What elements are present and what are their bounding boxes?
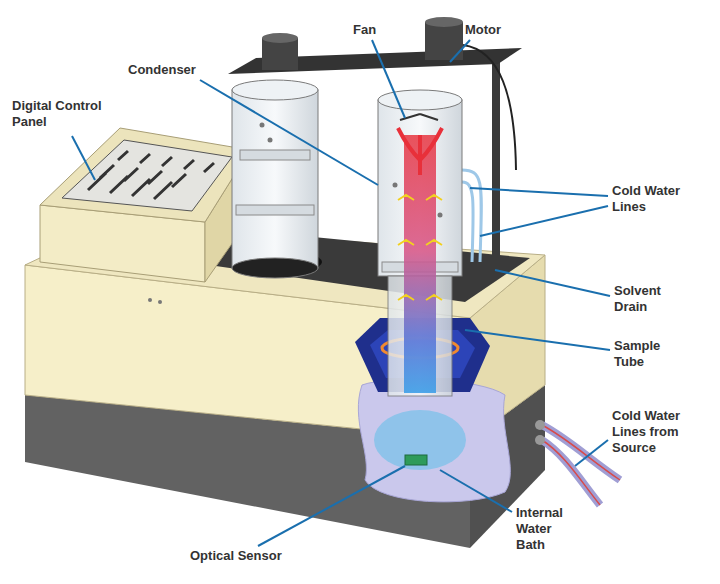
callout-label: Solvent Drain xyxy=(614,283,676,315)
leader-lines xyxy=(72,40,610,546)
illustration-part xyxy=(262,33,298,43)
illustration-part xyxy=(465,330,610,350)
illustration-part xyxy=(405,455,427,465)
illustration-part xyxy=(232,90,318,268)
callout-label: Cold Water Lines xyxy=(612,183,697,215)
illustration-part xyxy=(480,206,608,236)
illustration-part xyxy=(542,440,600,505)
illustration-part xyxy=(535,435,545,445)
source-water-lines xyxy=(535,420,620,505)
illustration-part xyxy=(450,40,470,62)
illustration-part xyxy=(462,170,481,262)
illustration-part xyxy=(575,440,608,466)
callout-label: Condenser xyxy=(128,62,218,78)
callout-label: Sample Tube xyxy=(614,338,672,370)
illustration-part xyxy=(118,151,214,172)
callout-label: Internal Water Bath xyxy=(516,505,581,553)
illustration-part xyxy=(232,258,318,278)
illustration-part xyxy=(40,128,250,222)
illustration-part xyxy=(398,128,420,160)
illustration-part xyxy=(398,195,442,300)
instrument-body xyxy=(25,225,545,548)
illustration-part xyxy=(495,270,610,296)
illustration-part xyxy=(72,136,95,180)
illustration-part xyxy=(398,240,442,245)
callout-label: Motor xyxy=(465,22,525,38)
illustration-part xyxy=(542,425,620,480)
illustration-part xyxy=(372,40,405,118)
illustration-part xyxy=(240,150,310,160)
illustration-part xyxy=(232,80,318,100)
illustration-part xyxy=(400,114,438,120)
illustration-part xyxy=(462,182,473,262)
callout-label: Optical Sensor xyxy=(190,548,320,564)
illustration-part xyxy=(268,138,273,143)
illustration-part xyxy=(260,123,265,128)
illustration-part xyxy=(148,298,152,302)
motor-bracket xyxy=(228,48,522,270)
illustration-part xyxy=(158,300,162,304)
illustration-part xyxy=(404,135,436,393)
callout-label: Fan xyxy=(353,22,393,38)
water-bath xyxy=(358,379,510,502)
illustration-part xyxy=(420,128,442,160)
illustration-part xyxy=(400,114,438,120)
illustration-part xyxy=(398,295,442,300)
illustration-part xyxy=(425,17,463,27)
illustration-part xyxy=(398,195,442,200)
illustration-part xyxy=(378,90,462,110)
illustration-part xyxy=(100,165,186,187)
illustration-part xyxy=(438,213,443,218)
illustration-part xyxy=(535,420,545,430)
callout-label: Cold Water Lines from Source xyxy=(612,408,697,456)
illustration-part xyxy=(88,151,214,199)
illustration-part xyxy=(492,55,500,270)
illustration-part xyxy=(62,140,232,211)
illustration-part xyxy=(470,188,608,196)
control-panel xyxy=(40,128,250,282)
right-condenser xyxy=(378,17,463,396)
callout-label: Digital Control Panel xyxy=(12,98,120,130)
illustration-part xyxy=(358,379,510,502)
illustration-part xyxy=(542,440,600,505)
illustration-part xyxy=(374,410,466,470)
left-condenser xyxy=(232,33,318,278)
illustration-part xyxy=(200,80,378,185)
illustration-part xyxy=(418,135,422,175)
illustration-part xyxy=(236,205,314,215)
illustration-part xyxy=(440,470,512,512)
illustration-part xyxy=(393,183,398,188)
illustration-part xyxy=(398,128,442,175)
illustration-part xyxy=(258,466,405,546)
illustration-part xyxy=(463,45,516,170)
